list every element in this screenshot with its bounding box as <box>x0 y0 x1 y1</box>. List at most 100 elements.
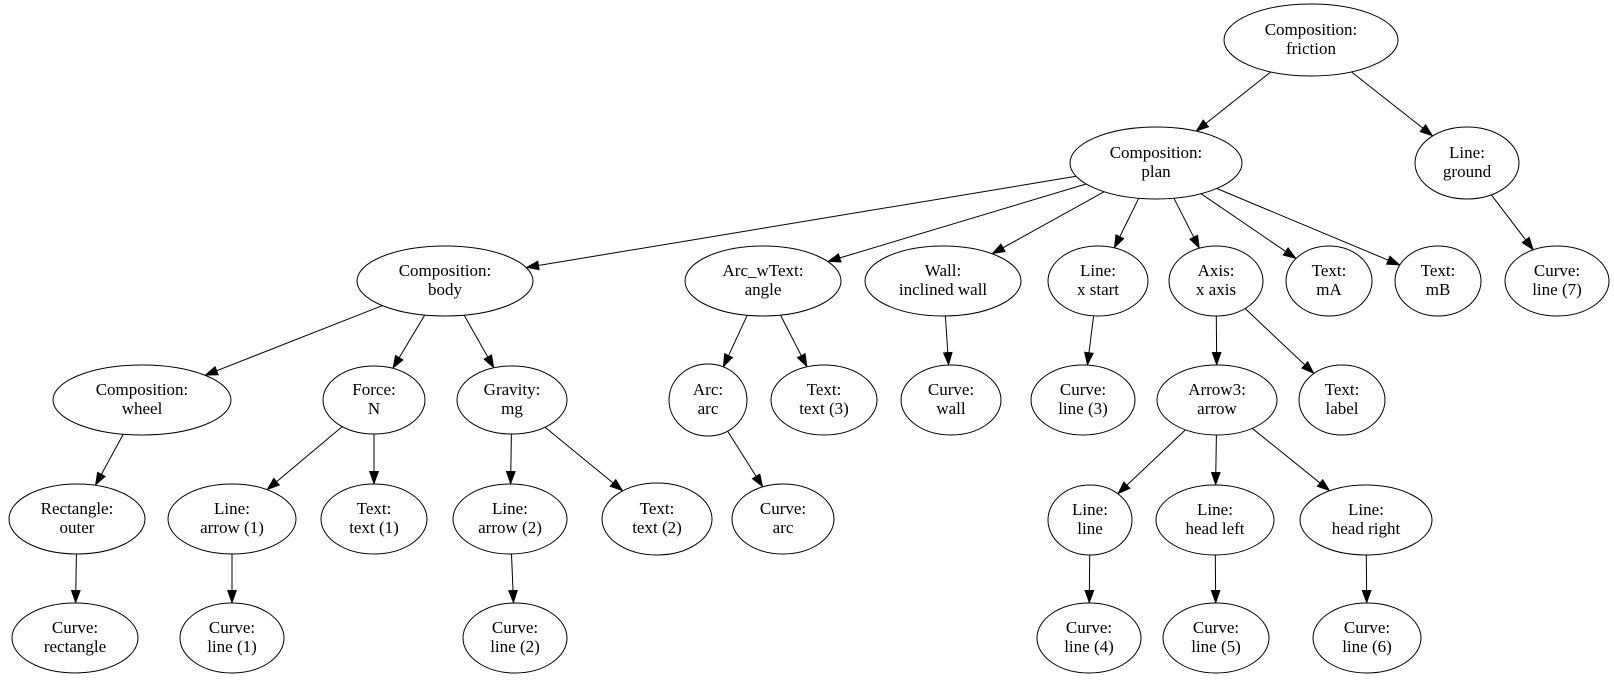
edge-outer-to-crect <box>70 553 81 604</box>
node-xstart: Line:x start <box>1047 245 1149 317</box>
node-label-type-mA: Text: <box>1312 261 1347 280</box>
node-forceN: Force:N <box>322 365 426 435</box>
node-ellipse-cline6 <box>1312 602 1422 674</box>
node-text3: Text:text (3) <box>770 364 878 436</box>
edge-plan-to-mB <box>1216 188 1401 266</box>
node-label-type-text1: Text: <box>357 499 392 518</box>
node-friction: Composition:friction <box>1223 3 1399 77</box>
node-cwall: Curve:wall <box>900 364 1002 436</box>
node-ellipse-text2 <box>601 482 713 556</box>
node-label-type-text2: Text: <box>640 499 675 518</box>
node-body: Composition:body <box>356 245 534 317</box>
node-label-name-line3: line (3) <box>1058 399 1108 418</box>
node-ellipse-wall <box>864 245 1022 317</box>
node-label-type-forceN: Force: <box>352 380 395 399</box>
node-label-type-mB: Text: <box>1421 261 1456 280</box>
node-ellipse-arc <box>668 363 748 437</box>
node-label-type-xaxis: Axis: <box>1198 261 1235 280</box>
node-carc: Curve:arc <box>731 483 835 555</box>
edge-arrow3-to-lline <box>1117 429 1186 495</box>
node-text2: Text:text (2) <box>601 482 713 556</box>
node-lline: Line:line <box>1047 484 1133 556</box>
node-label-type-cline5: Curve: <box>1193 618 1239 637</box>
node-arrow1: Line:arrow (1) <box>167 483 297 555</box>
node-label-name-cline6: line (6) <box>1342 637 1392 656</box>
edge-xaxis-to-label <box>1244 308 1315 375</box>
edge-arrow3-to-headleft <box>1210 434 1221 486</box>
node-label-name-mA: mA <box>1316 280 1342 299</box>
edge-body-to-mg <box>463 314 495 369</box>
node-label-name-wheel: wheel <box>122 399 163 418</box>
node-label-type-wall: Wall: <box>925 261 961 280</box>
node-label-name-xstart: x start <box>1077 280 1119 299</box>
node-ellipse-friction <box>1223 3 1399 77</box>
node-label-name-cline1: line (1) <box>207 637 257 656</box>
node-wall: Wall:inclined wall <box>864 245 1022 317</box>
node-label-type-arrow3: Arrow3: <box>1188 380 1246 399</box>
node-label-name-text1: text (1) <box>349 518 399 537</box>
node-label-name-line7: line (7) <box>1532 280 1582 299</box>
node-label-type-cline6: Curve: <box>1344 618 1390 637</box>
node-ellipse-xaxis <box>1168 245 1264 317</box>
node-label-type-arc: Arc: <box>693 380 723 399</box>
node-ellipse-cline1 <box>179 602 285 674</box>
node-label-type-plan: Composition: <box>1110 143 1203 162</box>
edge-plan-to-angle <box>826 183 1087 263</box>
edge-friction-to-ground <box>1351 71 1434 137</box>
node-label-type-mg: Gravity: <box>484 380 541 399</box>
node-label-type-cline2: Curve: <box>492 618 538 637</box>
node-ground: Line:ground <box>1414 126 1520 200</box>
node-label-name-xaxis: x axis <box>1196 280 1236 299</box>
edge-friction-to-plan <box>1195 71 1272 132</box>
node-label-name-crect: rectangle <box>44 637 106 656</box>
node-label-type-arrow1: Line: <box>214 499 250 518</box>
node-label-name-arc: arc <box>698 399 719 418</box>
edge-wall-to-cwall <box>942 315 953 366</box>
edge-plan-to-xaxis <box>1173 197 1200 250</box>
node-label-name-headright: head right <box>1332 519 1401 538</box>
node-outer: Rectangle:outer <box>8 483 146 555</box>
node-label-name-carc: arc <box>773 518 794 537</box>
node-label-type-wheel: Composition: <box>96 380 189 399</box>
node-xaxis: Axis:x axis <box>1168 245 1264 317</box>
node-ellipse-xstart <box>1047 245 1149 317</box>
node-ellipse-mg <box>456 365 568 435</box>
node-ellipse-arrow3 <box>1156 364 1278 436</box>
node-label-name-mB: mB <box>1426 280 1451 299</box>
node-cline2: Curve:line (2) <box>462 602 568 674</box>
node-cline5: Curve:line (5) <box>1162 602 1270 674</box>
node-ellipse-lline <box>1047 484 1133 556</box>
node-label-type-label: Text: <box>1325 380 1360 399</box>
node-label-type-lline: Line: <box>1072 500 1108 519</box>
node-ellipse-plan <box>1069 126 1243 200</box>
edge-arrow3-to-headright <box>1251 427 1331 492</box>
node-ellipse-cwall <box>900 364 1002 436</box>
node-label-name-arrow3: arrow <box>1197 399 1237 418</box>
node-label-name-wall: inclined wall <box>899 280 988 299</box>
node-label-name-text3: text (3) <box>799 399 849 418</box>
edge-arc-to-carc <box>727 430 764 488</box>
node-ellipse-forceN <box>322 365 426 435</box>
node-label-type-xstart: Line: <box>1080 261 1116 280</box>
node-label-type-cwall: Curve: <box>928 380 974 399</box>
node-label-type-carc: Curve: <box>760 499 806 518</box>
edge-plan-to-wall <box>991 191 1105 255</box>
edge-angle-to-text3 <box>780 314 808 368</box>
node-ellipse-carc <box>731 483 835 555</box>
node-ellipse-outer <box>8 483 146 555</box>
node-arrow3: Arrow3:arrow <box>1156 364 1278 436</box>
node-ellipse-arrow2 <box>452 483 568 555</box>
node-ellipse-cline2 <box>462 602 568 674</box>
node-label-type-angle: Arc_wText: <box>723 261 804 280</box>
node-label-type-headleft: Line: <box>1197 500 1233 519</box>
node-label-name-cline2: line (2) <box>490 637 540 656</box>
node-label-type-crect: Curve: <box>52 618 98 637</box>
node-wheel: Composition:wheel <box>52 364 232 436</box>
node-ellipse-headright <box>1299 484 1433 556</box>
node-label-name-headleft: head left <box>1186 519 1245 538</box>
node-label-name-body: body <box>428 280 463 299</box>
node-ellipse-headleft <box>1155 484 1275 556</box>
edge-mg-to-text2 <box>544 426 624 492</box>
